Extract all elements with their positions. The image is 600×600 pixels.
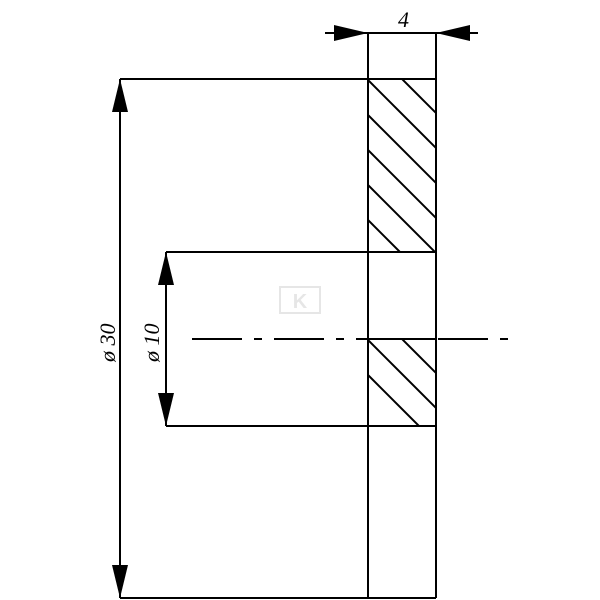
part-outline	[120, 33, 437, 599]
thickness-dimension	[325, 25, 478, 41]
outer-diameter-dimension	[112, 79, 128, 598]
bore-diameter-dimension	[158, 252, 174, 426]
svg-text:K: K	[293, 291, 308, 313]
watermark-logo: K	[279, 286, 321, 314]
section-hatch-upper	[368, 79, 436, 252]
thickness-label: 4	[398, 7, 409, 32]
outer-diameter-label: ø 30	[95, 324, 120, 364]
section-hatch-lower	[368, 339, 436, 426]
bore-diameter-label: ø 10	[139, 324, 164, 364]
